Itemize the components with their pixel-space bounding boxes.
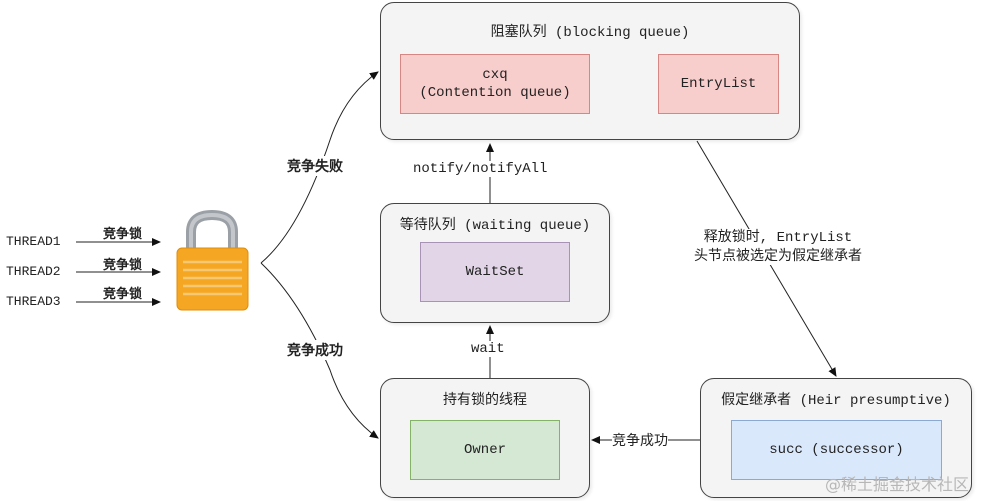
compete-lock-label-2: 竞争锁: [103, 258, 143, 273]
notify-label: notify/notifyAll: [413, 161, 548, 177]
entrylist-node: EntryList: [658, 54, 779, 114]
arrow-compete-success: [260, 262, 379, 439]
padlock-icon: [176, 209, 249, 311]
succ-label: succ (successor): [769, 442, 904, 458]
cxq-sublabel: (Contention queue): [419, 85, 571, 101]
entrylist-label: EntryList: [680, 76, 757, 92]
compete-lock-label-1: 竞争锁: [103, 227, 143, 242]
heir-group-title: 假定继承者 (Heir presumptive): [721, 393, 951, 409]
thread-1-label: THREAD1: [6, 234, 61, 249]
thread-2-label: THREAD2: [6, 264, 61, 279]
owner-group-title: 持有锁的线程: [443, 392, 527, 408]
owner-node: Owner: [410, 420, 560, 480]
watermark: @稀土掘金技术社区: [824, 475, 969, 494]
cxq-label: cxq: [482, 67, 508, 83]
wait-label: wait: [471, 341, 505, 357]
waitset-node: WaitSet: [420, 242, 570, 302]
waiting-queue-title: 等待队列 (waiting queue): [399, 218, 591, 234]
thread-3-label: THREAD3: [6, 294, 61, 309]
release-label: 释放锁时, EntryList 头节点被选定为假定继承者: [680, 229, 876, 265]
compete-lock-label-3: 竞争锁: [103, 287, 143, 302]
compete-success-label: 竞争成功: [287, 340, 343, 360]
blocking-queue-title: 阻塞队列 (blocking queue): [490, 25, 690, 41]
compete-fail-label: 竞争失败: [287, 156, 343, 176]
cxq-node: cxq (Contention queue): [400, 54, 590, 114]
arrow-compete-fail: [260, 71, 379, 264]
release-label-line1: 释放锁时, EntryList: [703, 230, 853, 246]
release-label-line2: 头节点被选定为假定继承者: [694, 248, 862, 264]
waitset-label: WaitSet: [465, 264, 525, 280]
succ-node: succ (successor): [731, 420, 942, 480]
owner-label: Owner: [463, 442, 506, 458]
heir-success-label: 竞争成功: [612, 430, 668, 450]
